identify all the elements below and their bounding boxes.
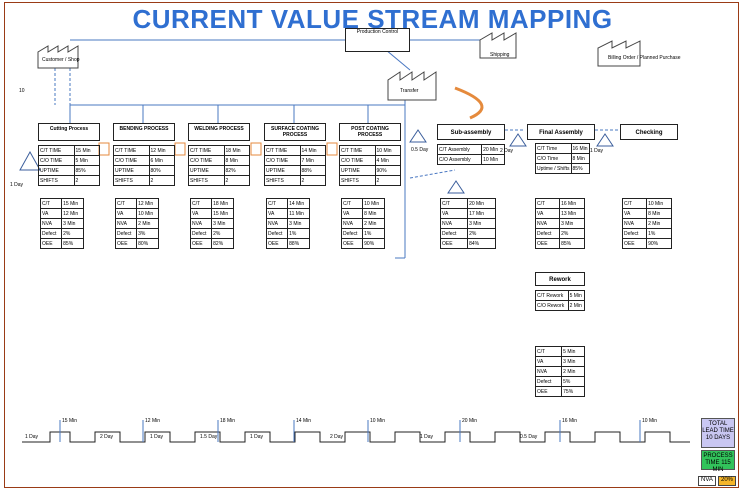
timeline-wait-time: 1 Day: [250, 434, 264, 440]
process-box: BENDING PROCESS: [113, 123, 175, 141]
timeline-process-time: 12 Min: [145, 418, 161, 424]
timeline-wait-time: 0.5 Day: [520, 434, 538, 440]
kaizen-arrow: [454, 86, 484, 120]
customer-factory-icon: [37, 45, 79, 69]
inventory-triangle-icon: [447, 180, 465, 194]
timeline-wait-time: 1.5 Day: [200, 434, 218, 440]
inventory-label: 0.5 Day: [411, 147, 429, 153]
timeline-process-time: 18 Min: [220, 418, 236, 424]
footer-label: NVA: [698, 476, 716, 486]
timeline-process-time: 10 Min: [642, 418, 658, 424]
process-box: Cutting Process: [38, 123, 100, 141]
lead-time-summary: TOTAL LEAD TIME 10 DAYS: [701, 418, 735, 448]
customer-label: Customer / Shop: [42, 57, 80, 63]
process-time-summary: PROCESS TIME 115 MIN: [701, 450, 735, 473]
rework-box: Rework: [535, 272, 585, 286]
timeline-ladder: [22, 431, 690, 443]
assembly-process-box: Sub-assembly: [437, 124, 505, 140]
footer-value: 20%: [718, 476, 736, 486]
timeline-wait-time: 2 Day: [330, 434, 344, 440]
final-assembly-box: Final Assembly: [527, 124, 595, 140]
inventory-triangle-icon: [509, 133, 527, 147]
timeline-wait-time: 1 Day: [420, 434, 434, 440]
timeline-process-time: 20 Min: [462, 418, 478, 424]
diagram-frame: [4, 2, 739, 488]
inventory-triangle-icon: [596, 133, 614, 147]
timeline-process-time: 16 Min: [562, 418, 578, 424]
timeline-process-time: 14 Min: [296, 418, 312, 424]
inventory-triangle-icon: [19, 150, 41, 171]
inventory-label: 1 Day: [590, 148, 604, 154]
process-box: SURFACE COATING PROCESS: [264, 123, 326, 141]
right-factory-icon: [597, 40, 641, 67]
timeline-wait-time: 1 Day: [150, 434, 164, 440]
inventory-triangle-icon: [409, 129, 427, 143]
supplier-factory-icon: [479, 32, 517, 59]
warehouse-label: Transfer: [400, 88, 419, 94]
supplier-label: Shipping: [490, 52, 510, 58]
process-box: POST COATING PROCESS: [339, 123, 401, 141]
inventory-label: 1 Day: [10, 182, 24, 188]
timeline-wait-time: 1 Day: [25, 434, 39, 440]
push-arrow: [409, 169, 456, 179]
timeline-process-time: 10 Min: [370, 418, 386, 424]
process-box: WELDING PROCESS: [188, 123, 250, 141]
timeline-wait-time: 2 Day: [100, 434, 114, 440]
warehouse-icon: [387, 71, 437, 101]
inventory-label: 2 Day: [500, 148, 514, 154]
production-control-box: Production Control: [345, 28, 410, 52]
right-supplier-label: Billing Order / Planned Purchase: [608, 55, 681, 61]
timeline-process-time: 15 Min: [62, 418, 78, 424]
left-marker: 10: [19, 88, 25, 94]
checking-box: Checking: [620, 124, 678, 140]
